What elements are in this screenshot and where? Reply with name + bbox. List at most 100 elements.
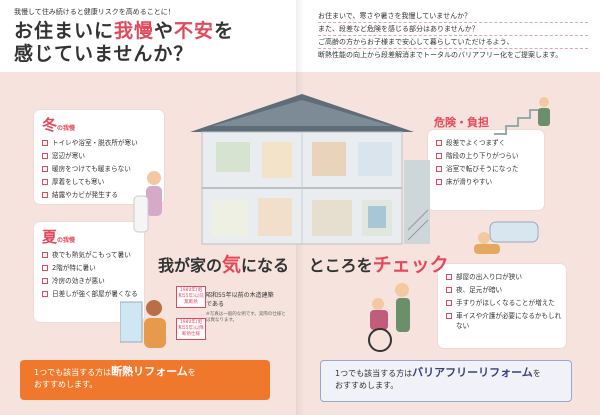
danger-item-label: 階段の上り下りがつらい [446,152,519,160]
danger-item-label: 段差でよくつまずく [446,139,506,147]
danger-list: 段差でよくつまずく 階段の上り下りがつらい 浴室で転びそうになった 床が滑りやす… [436,138,540,190]
danger-item[interactable]: 階段の上り下りがつらい [436,151,540,161]
summer-item-label: 日差しが強く部屋が暑くなる [52,290,138,298]
winter-tag-char: 冬 [42,116,58,134]
footer-text: 1つでも該当する方は [335,369,413,378]
danger-item-label: 浴室で転びそうになった [446,165,519,173]
checkbox-icon [42,179,48,185]
person-cold-icon [133,171,162,233]
danger-item[interactable]: 段差でよくつまずく [436,138,540,148]
headline-part: や [154,20,175,42]
winter-tag: 冬の我慢 [42,114,75,135]
barrier-list: 部屋の出入り口が狭い 夜、足元が暗い 手すりがほしくなることが増えた 車イスや介… [446,272,562,334]
header-lead: 我慢して住み続けると健康リスクを高めることに！ [14,8,175,16]
checkbox-icon [42,153,48,159]
footer-barrierfree: 1つでも該当する方はバリアフリーリフォームを おすすめします。 [320,360,572,402]
summer-item[interactable]: 日差しが強く部屋が暑くなる [42,289,140,299]
intro-line: 断熱性能の向上から段差解消までトータルのバリアフリー化をご提案します。 [318,48,588,61]
danger-item[interactable]: 浴室で転びそうになった [436,164,540,174]
stairs-scene [494,96,554,136]
winter-item-label: 暖房をつけても暖まらない [52,165,131,173]
checkbox-icon [42,291,48,297]
danger-item-label: 床が滑りやすい [446,178,493,186]
danger-item[interactable]: 床が滑りやすい [436,177,540,187]
summer-item-label: 2階が特に暑い [52,264,96,272]
barrier-item-label: 夜、足元が暗い [456,286,503,294]
barrier-item[interactable]: 手すりがほしくなることが増えた [446,298,562,308]
intro-text: お住まいで、寒さや暑さを我慢していませんか？ また、段差など危険を感じる部分はあ… [318,10,588,61]
winter-item[interactable]: トイレや浴室・脱衣所が寒い [42,138,160,148]
barrier-item[interactable]: 部屋の出入り口が狭い [446,272,562,282]
footer-text: 1つでも該当する方は [34,368,112,377]
footer-text: おすすめします。 [335,381,399,390]
checkbox-icon [446,287,452,293]
barrier-item[interactable]: 夜、足元が暗い [446,285,562,295]
barrier-item[interactable]: 車イスや介護が必要になるかもしれない [446,311,562,331]
headline-keyword-gaman: 我慢 [114,20,155,42]
summer-tag-char: 夏 [42,228,58,246]
danger-card: 危険・負担 段差でよくつまずく 階段の上り下りがつらい 浴室で転びそうになった … [428,116,544,210]
footer-insulation: 1つでも該当する方は断熱リフォームを おすすめします。 [20,360,270,400]
checkbox-icon [42,166,48,172]
footer-barrierfree-text: 1つでも該当する方はバリアフリーリフォームを おすすめします。 [335,367,541,392]
checkbox-icon [436,140,442,146]
summer-item-label: 冷房の効きが悪い [52,277,105,285]
intro-line: お住まいで、寒さや暑さを我慢していませんか？ [318,12,472,20]
winter-item[interactable]: 窓辺が寒い [42,151,160,161]
intro-line: ご高齢の方からお子様まで安心して暮らしていただけるよう、 [318,35,588,48]
checkbox-icon [42,278,48,284]
footer-text: を [532,369,541,378]
winter-item[interactable]: 結露やカビが発生する [42,190,160,200]
summer-item[interactable]: 冷房の効きが悪い [42,276,140,286]
footer-text: おすすめします。 [34,380,98,389]
winter-tag-suffix: の我慢 [57,125,76,132]
checkbox-icon [42,265,48,271]
checkbox-icon [446,313,452,319]
footer-keyword: 断熱リフォーム [111,365,188,378]
winter-item[interactable]: 暖房をつけても暖まらない [42,164,160,174]
bath-scene [470,214,540,258]
summer-item[interactable]: 2階が特に暑い [42,263,140,273]
center-title-keyword: チェック [372,254,449,276]
headline: お住まいに我慢や不安を 感じていませんか？ [14,20,234,66]
headline-part: お住まいに [14,20,115,42]
person-hot-icon [119,300,166,348]
person-hot [119,296,170,356]
stamp-note: 昭和55年以前の木造建築である [206,292,274,308]
checkbox-icon [446,300,452,306]
headline-part: を [214,20,235,42]
checkbox-icon [42,140,48,146]
house-illustration [172,90,432,250]
bathtub-icon [474,221,539,254]
barrier-item-label: 車イスや介護が必要になるかもしれない [456,312,562,330]
winter-list: トイレや浴室・脱衣所が寒い 窓辺が寒い 暖房をつけても暖まらない 厚着をしても寒… [42,138,160,203]
center-title: 我が家の気になる ところをチェック [158,250,449,277]
danger-tag: 危険・負担 [434,116,489,129]
footer-keyword: バリアフリーリフォーム [412,366,533,379]
house-icon [190,94,430,245]
checkbox-icon [436,153,442,159]
stamp-1980-before: 1980年(昭和55年)以前 無断熱 [176,286,206,308]
barrier-card: 部屋の出入り口が狭い 夜、足元が暗い 手すりがほしくなることが増えた 車イスや介… [438,264,566,348]
winter-item-label: 結露やカビが発生する [52,191,118,199]
summer-tag: 夏の我慢 [42,226,75,247]
winter-item-label: トイレや浴室・脱衣所が寒い [52,139,138,147]
header-band [0,0,600,72]
checkbox-icon [42,192,48,198]
intro-line: また、段差など危険を感じる部分はありませんか？ [318,22,588,35]
summer-list: 夜でも熱気がこもって暑い 2階が特に暑い 冷房の効きが悪い 日差しが強く部屋が暑… [42,250,140,302]
summer-item-label: 夜でも熱気がこもって暑い [52,251,131,259]
winter-item[interactable]: 厚着をしても寒い [42,177,160,187]
checkbox-icon [446,274,452,280]
summer-item[interactable]: 夜でも熱気がこもって暑い [42,250,140,260]
winter-item-label: 窓辺が寒い [52,152,85,160]
headline-line2: 感じていませんか？ [14,43,194,65]
center-title-keyword: 気 [222,254,242,276]
winter-card: 冬の我慢 トイレや浴室・脱衣所が寒い 窓辺が寒い 暖房をつけても暖まらない 厚着… [34,110,164,204]
stairs-icon [494,97,550,135]
checkbox-icon [42,252,48,258]
checkbox-icon [436,179,442,185]
center-title-part: になる [241,256,290,275]
barrier-item-label: 手すりがほしくなることが増えた [456,299,555,307]
winter-item-label: 厚着をしても寒い [52,178,105,186]
